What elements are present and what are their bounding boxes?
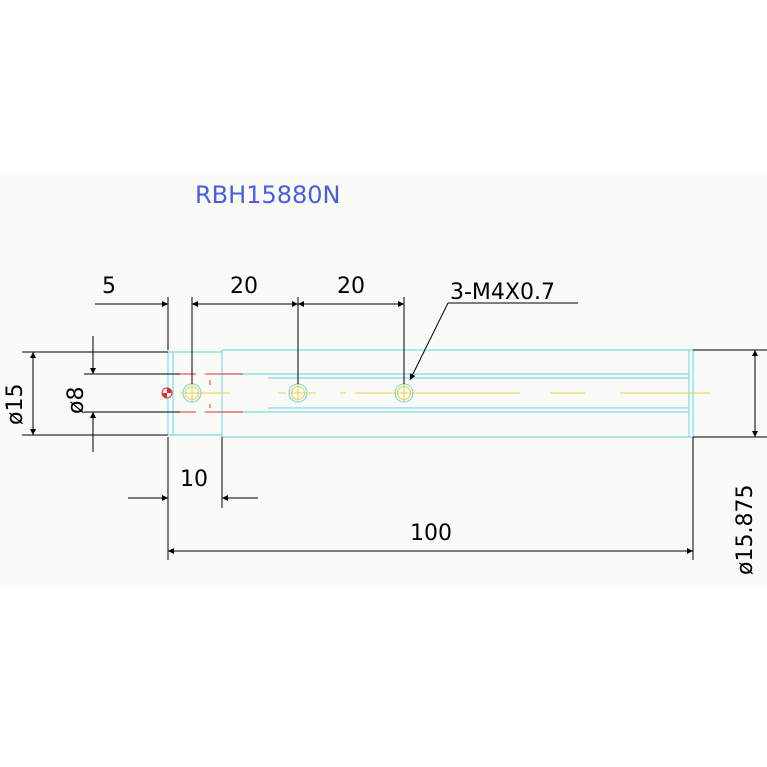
- top-extension-lines: [167, 297, 405, 384]
- dim-hole-pitch-2: 20: [298, 274, 404, 307]
- part-number-title: RBH15880N: [195, 181, 341, 209]
- tapped-hole-1: [182, 383, 202, 403]
- dim-hole-pitch-1: 20: [192, 274, 298, 307]
- dim-overall-length: 100: [167, 437, 694, 560]
- dim-outer-diameter: ø15: [3, 351, 168, 436]
- svg-text:ø15.875: ø15.875: [733, 485, 758, 575]
- thread-callout: 3-M4X0.7: [409, 280, 578, 381]
- svg-text:20: 20: [337, 274, 365, 299]
- svg-text:100: 100: [410, 521, 452, 546]
- tapped-hole-2: [288, 383, 308, 403]
- svg-text:ø15: ø15: [3, 384, 28, 425]
- svg-text:3-M4X0.7: 3-M4X0.7: [450, 280, 555, 305]
- dim-bore-diameter: ø8: [64, 336, 180, 452]
- hidden-bore-lines: [180, 373, 243, 413]
- svg-text:10: 10: [180, 467, 208, 492]
- origin-marker-icon: [161, 387, 173, 399]
- svg-text:20: 20: [230, 274, 258, 299]
- dim-right-diameter: ø15.875: [693, 349, 767, 575]
- drawing-area: [0, 175, 767, 585]
- svg-text:5: 5: [102, 274, 116, 299]
- shaft-outline: [167, 349, 694, 438]
- tapped-hole-3: [394, 383, 414, 403]
- dim-shoulder-offset: 10: [128, 437, 258, 508]
- dim-left-offset: 5: [95, 274, 168, 307]
- svg-text:ø8: ø8: [64, 387, 89, 414]
